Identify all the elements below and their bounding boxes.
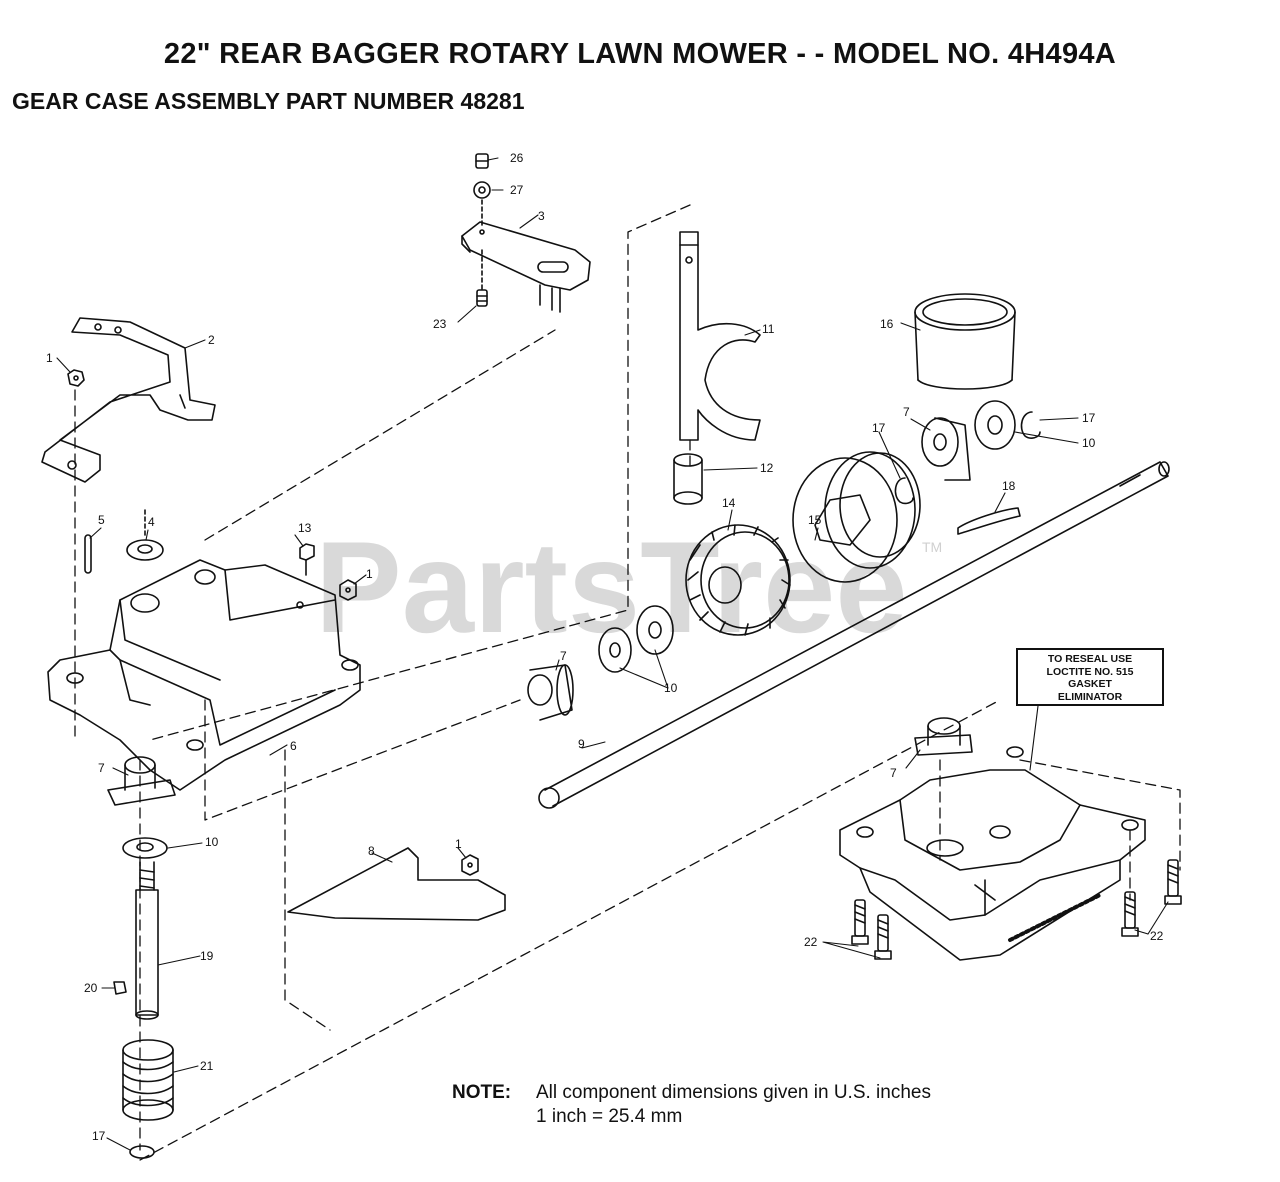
callout-labels: 26 27 3 23 2 1 5 4 13 1 6 7 10 19 20 21 … xyxy=(46,151,1164,1143)
reseal-instruction-box: TO RESEAL USE LOCTITE NO. 515 GASKET ELI… xyxy=(1016,648,1164,706)
callout-6: 6 xyxy=(290,739,297,753)
nut-1b xyxy=(339,579,357,601)
note-line-2: 1 inch = 25.4 mm xyxy=(536,1106,683,1127)
callout-22-a: 22 xyxy=(804,935,818,949)
callout-3: 3 xyxy=(538,209,545,223)
callout-17-c: 17 xyxy=(92,1129,106,1143)
bearing-7-mid xyxy=(527,664,574,721)
callout-18: 18 xyxy=(1002,479,1016,493)
key-18 xyxy=(957,507,1021,535)
callout-17-b: 17 xyxy=(1082,411,1096,425)
callout-8: 8 xyxy=(368,844,375,858)
callout-19: 19 xyxy=(200,949,214,963)
bearing-7-right xyxy=(914,717,973,756)
screw-26 xyxy=(475,153,489,169)
callout-13: 13 xyxy=(298,521,312,535)
diagram-subtitle: GEAR CASE ASSEMBLY PART NUMBER 48281 xyxy=(12,88,525,114)
bushing-12 xyxy=(673,453,703,505)
reseal-line-4: ELIMINATOR xyxy=(1057,690,1123,703)
retaining-ring-17-bottom xyxy=(129,1145,155,1159)
callout-10-c: 10 xyxy=(1082,436,1096,450)
lever-arm-3 xyxy=(461,221,591,313)
gear-case-lower xyxy=(839,746,1146,961)
callout-14: 14 xyxy=(722,496,736,510)
callout-5: 5 xyxy=(98,513,105,527)
callout-17-a: 17 xyxy=(872,421,886,435)
callout-10-b: 10 xyxy=(664,681,678,695)
callout-22-b: 22 xyxy=(1150,929,1164,943)
bolt-22-b xyxy=(874,914,892,960)
callout-16: 16 xyxy=(880,317,894,331)
assembly-lines xyxy=(74,204,1181,1161)
worm-gear-21 xyxy=(122,1039,174,1121)
key-20 xyxy=(113,981,127,995)
washer-4 xyxy=(126,509,164,561)
bolt-22-a xyxy=(851,899,869,945)
callout-2: 2 xyxy=(208,333,215,347)
callout-7-d: 7 xyxy=(890,766,897,780)
retaining-ring-17-mid xyxy=(894,477,914,505)
bolt-23 xyxy=(476,249,488,307)
gear-case-housing-6 xyxy=(47,559,361,791)
callout-7-b: 7 xyxy=(903,405,910,419)
diagram-title: 22" REAR BAGGER ROTARY LAWN MOWER - - MO… xyxy=(163,38,1117,70)
watermark-text: PartsTree xyxy=(315,514,908,660)
axle-shaft-9 xyxy=(538,461,1170,809)
bearing-7-left xyxy=(107,756,176,806)
clutch-15 xyxy=(792,451,921,583)
washer-10-mid-a xyxy=(636,605,674,655)
note-line-1: All component dimensions given in U.S. i… xyxy=(536,1082,931,1103)
bolt-22-c xyxy=(1121,891,1139,937)
nut-1c xyxy=(461,854,479,876)
reseal-line-2: LOCTITE NO. 515 xyxy=(1046,665,1134,678)
callout-1-c: 1 xyxy=(455,837,462,851)
nut-1a xyxy=(67,369,85,387)
pin-5 xyxy=(84,534,92,574)
callout-11: 11 xyxy=(762,322,775,336)
callout-21: 21 xyxy=(200,1059,214,1073)
plug-13 xyxy=(299,543,315,576)
callout-23: 23 xyxy=(433,317,447,331)
worm-shaft-19 xyxy=(135,861,159,1020)
callout-1-b: 1 xyxy=(366,567,373,581)
lock-washer-27 xyxy=(473,181,491,199)
bracket-2 xyxy=(41,317,216,483)
callout-12: 12 xyxy=(760,461,774,475)
callout-7-c: 7 xyxy=(560,649,567,663)
callout-20: 20 xyxy=(84,981,98,995)
gear-14 xyxy=(685,524,791,636)
callout-7-a: 7 xyxy=(98,761,105,775)
callout-10-a: 10 xyxy=(205,835,219,849)
washer-10-upper xyxy=(974,400,1016,450)
note-key: NOTE: xyxy=(452,1082,512,1103)
callout-1-a: 1 xyxy=(46,351,53,365)
bearing-7-upper xyxy=(921,417,971,481)
sleeve-16 xyxy=(914,293,1016,390)
callout-4: 4 xyxy=(148,515,155,529)
bolt-22-d xyxy=(1164,859,1182,905)
callout-9: 9 xyxy=(578,737,585,751)
callout-27: 27 xyxy=(510,183,524,197)
shift-fork-11 xyxy=(679,231,761,441)
reseal-line-1: TO RESEAL USE xyxy=(1047,653,1133,665)
gasket-8 xyxy=(287,847,506,921)
watermark-tm: TM xyxy=(922,539,942,555)
washer-10-left xyxy=(122,837,168,859)
callout-15: 15 xyxy=(808,513,822,527)
callout-leaders xyxy=(56,157,1169,1151)
washer-10-mid-b xyxy=(598,627,632,673)
reseal-line-3: GASKET xyxy=(1068,678,1112,690)
callout-26: 26 xyxy=(510,151,524,165)
